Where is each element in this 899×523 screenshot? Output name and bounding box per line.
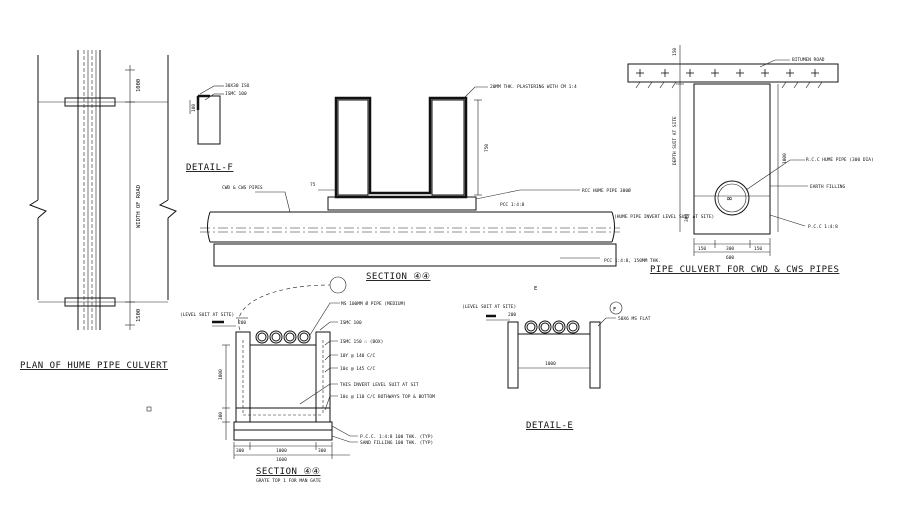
hume-label-top: RCC HUME PIPE 300Ø [582, 187, 631, 194]
bottom-level-label: (LEVEL SUIT AT SITE) [180, 312, 234, 318]
section-bottom-dim-small: 300 [218, 412, 224, 420]
svg-text:∞: ∞ [726, 194, 733, 203]
plan-dim-top: 1000 [136, 79, 142, 92]
section-top-side-dim: 75 [310, 182, 316, 188]
bars2-label: 10¢ @ 145 C/C [340, 366, 376, 372]
bars3-label: 10¢ @ 110 C/C BOTHWAYS TOP & BOTTOM [340, 394, 435, 400]
pipe-culvert-dim-top: 150 [672, 48, 678, 56]
plaster-label: 20MM THK. PLASTERING WITH CM 1:4 [490, 84, 577, 90]
isa2-label: ISMC 150 ☐ (BOX) [340, 339, 383, 345]
section-bottom-dim-w1: 300 [236, 448, 244, 454]
detail-e-inner-dim: 1000 [545, 361, 556, 367]
section-bottom-subtitle: GRATE TOP 1 FOR MAN GATE [256, 478, 321, 484]
section-bottom-dim-left: 1000 [218, 369, 224, 380]
pipe-culvert-dim-b1: 150 [698, 246, 706, 252]
pipe-culvert-dim-b2: 300 [726, 246, 734, 252]
section-bottom-dim-w2: 1000 [276, 448, 287, 454]
section-bottom-view [212, 276, 358, 459]
plan-view [28, 50, 177, 330]
pcc-label-culvert: P.C.C 1:4:8 [808, 224, 838, 230]
marker-f: F [613, 307, 616, 313]
depth-label: DEPTH SUIT AT SITE [672, 116, 678, 165]
detail-f-ismc-label: ISMC 100 [225, 91, 247, 97]
detail-f-top [189, 85, 224, 145]
plan-dim-bottom: 1500 [136, 309, 142, 322]
pipe-culvert-view: ∞ [627, 45, 839, 256]
marker-e: E [534, 286, 537, 292]
detail-f-dim: 100 [191, 104, 197, 112]
pipe-culvert-dim-total: 600 [726, 255, 734, 261]
pipe-culvert-title: PIPE CULVERT FOR CWD & CWS PIPES [650, 265, 839, 275]
section-bottom-dim-total: 1600 [276, 457, 287, 463]
road-label: BITUMEN ROAD [792, 57, 825, 63]
pcc-label-top: PCC 1:4:8 [500, 202, 525, 208]
section-top-title: SECTION ④④ [366, 272, 430, 282]
pcc-label-bottom: P.C.C. 1:4:8 100 THK. (TYP) [360, 434, 433, 440]
pipe-culvert-dim-left: 300 [684, 214, 690, 222]
hume-label-culvert: R.C.C HUME PIPE (300 DIA) [806, 157, 874, 163]
detail-f-angle-label: 30X30 ISO [225, 83, 250, 89]
section-top-view [200, 86, 620, 267]
ms-pipe-label: MS 100MM Ø PIPE (MEDIUM) [341, 300, 406, 307]
sand-label-bottom: SAND FILLING 100 THK. (TYP) [360, 440, 433, 446]
detail-e-view [486, 301, 623, 389]
detail-e-ms-flat: 50X6 MS FLAT [618, 316, 651, 322]
detail-e-top-dim: 200 [508, 312, 516, 318]
earth-label: EARTH FILLING [810, 184, 846, 190]
bars1-label: 10Y @ 140 C/C [340, 353, 376, 359]
base-label-top: PCC 1:4:8, 150MM THK. [604, 258, 661, 264]
section-bottom-dim-top: 200 [238, 320, 246, 326]
pipe-culvert-dim-right: 1000 [782, 153, 788, 164]
plan-width-label: WIDTH OF ROAD [136, 185, 142, 228]
detail-e-level-label: (LEVEL SUIT AT SITE) [462, 304, 516, 310]
invert-label-top: (HUME PIPE INVERT LEVEL SUIT AT SITE) [614, 214, 714, 220]
pipes-label: CWD & CWS PIPES [222, 185, 263, 191]
section-bottom-dim-w3: 300 [318, 448, 326, 454]
section-bottom-title: SECTION ④④ [256, 467, 320, 477]
section-top-height-dim: 750 [484, 144, 490, 152]
invert-label-bottom: THIS INVERT LEVEL SUIT AT SIT [340, 382, 419, 388]
isa-label: ISMC 100 [340, 320, 362, 326]
detail-f-top-title: DETAIL-F [186, 163, 233, 173]
detail-e-title: DETAIL-E [526, 421, 573, 431]
pipe-culvert-dim-b3: 150 [754, 246, 762, 252]
plan-title: PLAN OF HUME PIPE CULVERT [20, 361, 168, 371]
